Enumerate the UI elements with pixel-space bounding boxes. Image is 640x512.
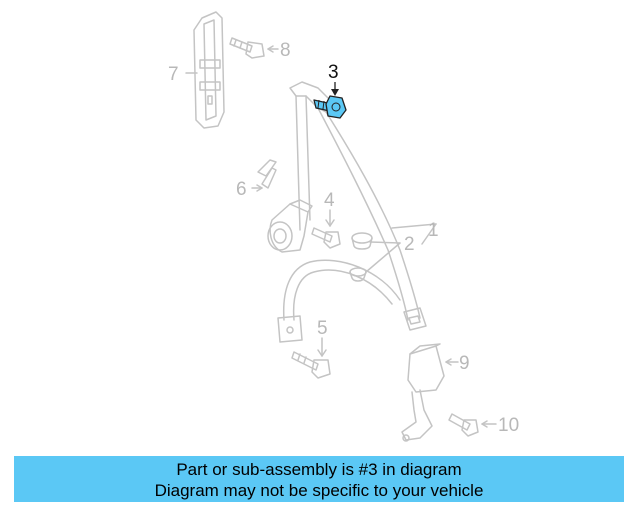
- callout-8: 8: [280, 40, 291, 61]
- callout-6: 6: [236, 179, 247, 200]
- part-3-anchor-bolt-highlighted[interactable]: [313, 82, 347, 119]
- callout-9: 9: [459, 353, 470, 374]
- callout-10: 10: [498, 415, 519, 436]
- part-10-bolt: [448, 413, 497, 437]
- callout-3: 3: [328, 62, 339, 83]
- retractor: [267, 199, 313, 253]
- caption-line-1: Part or sub-assembly is #3 in diagram: [176, 460, 462, 479]
- part-4-bolt: [311, 209, 341, 249]
- parts-diagram: 1 2 3 4 5 6 7 8 9 10: [168, 11, 519, 442]
- lower-anchor-strap: [277, 259, 401, 343]
- part-8-bolt: [229, 37, 279, 59]
- part-6-clip: [251, 159, 277, 192]
- caption-line-2: Diagram may not be specific to your vehi…: [154, 481, 484, 500]
- callout-4: 4: [324, 190, 335, 211]
- part-2-grommets: [349, 232, 401, 282]
- part-5-bolt: [291, 337, 331, 379]
- part-7-height-adjuster: [185, 11, 225, 129]
- callout-5: 5: [317, 318, 328, 339]
- callout-1: 1: [428, 220, 439, 241]
- part-9-buckle: [401, 343, 459, 442]
- callout-2: 2: [404, 234, 415, 255]
- part-1-seat-belt: [289, 81, 437, 331]
- callout-7: 7: [168, 64, 179, 85]
- caption-banner: Part or sub-assembly is #3 in diagram Di…: [14, 456, 624, 502]
